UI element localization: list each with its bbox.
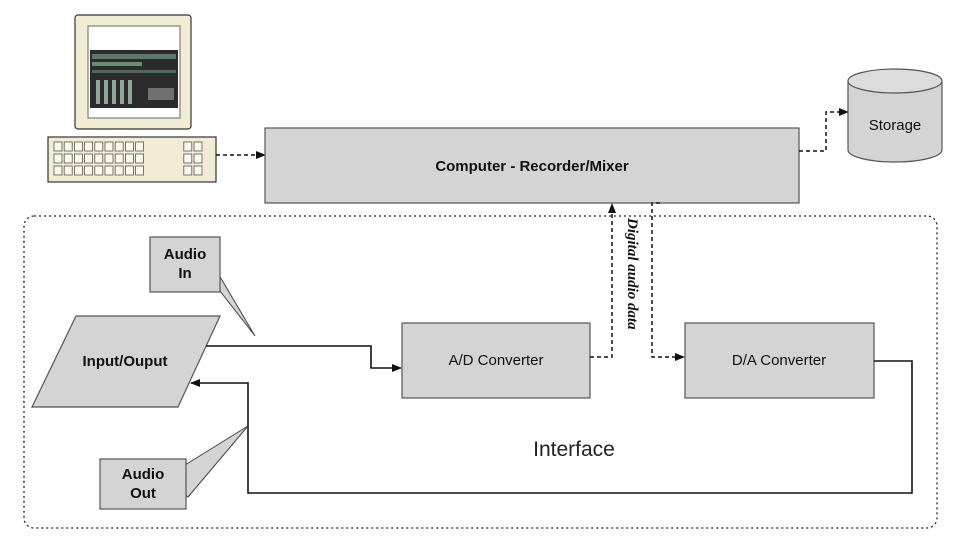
io-node [31, 315, 221, 408]
digital-audio-label: Digital audio data [624, 217, 640, 330]
computer-node [264, 127, 800, 204]
interface-label: Interface [533, 438, 615, 461]
ad-to-computer-edge [590, 203, 616, 358]
computer-label: Computer - Recorder/Mixer [435, 158, 629, 175]
audio-in-label-line1: Audio [164, 246, 207, 263]
audio-out-label-line2: Out [130, 485, 156, 502]
io-label: Input/Ouput [83, 353, 168, 370]
audio-in-label-line2: In [178, 265, 191, 282]
ad-converter-node [401, 322, 591, 399]
keyboard-icon [47, 136, 217, 183]
storage-node [847, 68, 943, 163]
computer-to-da-edge [651, 202, 685, 361]
audio-out-node [99, 458, 187, 510]
da-converter-label: D/A Converter [732, 352, 826, 369]
da-to-io-edge [190, 360, 913, 494]
da-converter-node [684, 322, 875, 399]
computer-to-storage-edge [799, 108, 849, 152]
audio-out-label-line1: Audio [122, 466, 165, 483]
storage-label: Storage [869, 117, 922, 134]
audio-in-node [149, 236, 221, 293]
monitor-icon [74, 14, 192, 130]
io-to-ad-edge [206, 345, 402, 372]
ad-converter-label: A/D Converter [448, 352, 543, 369]
interface-group [23, 215, 938, 529]
